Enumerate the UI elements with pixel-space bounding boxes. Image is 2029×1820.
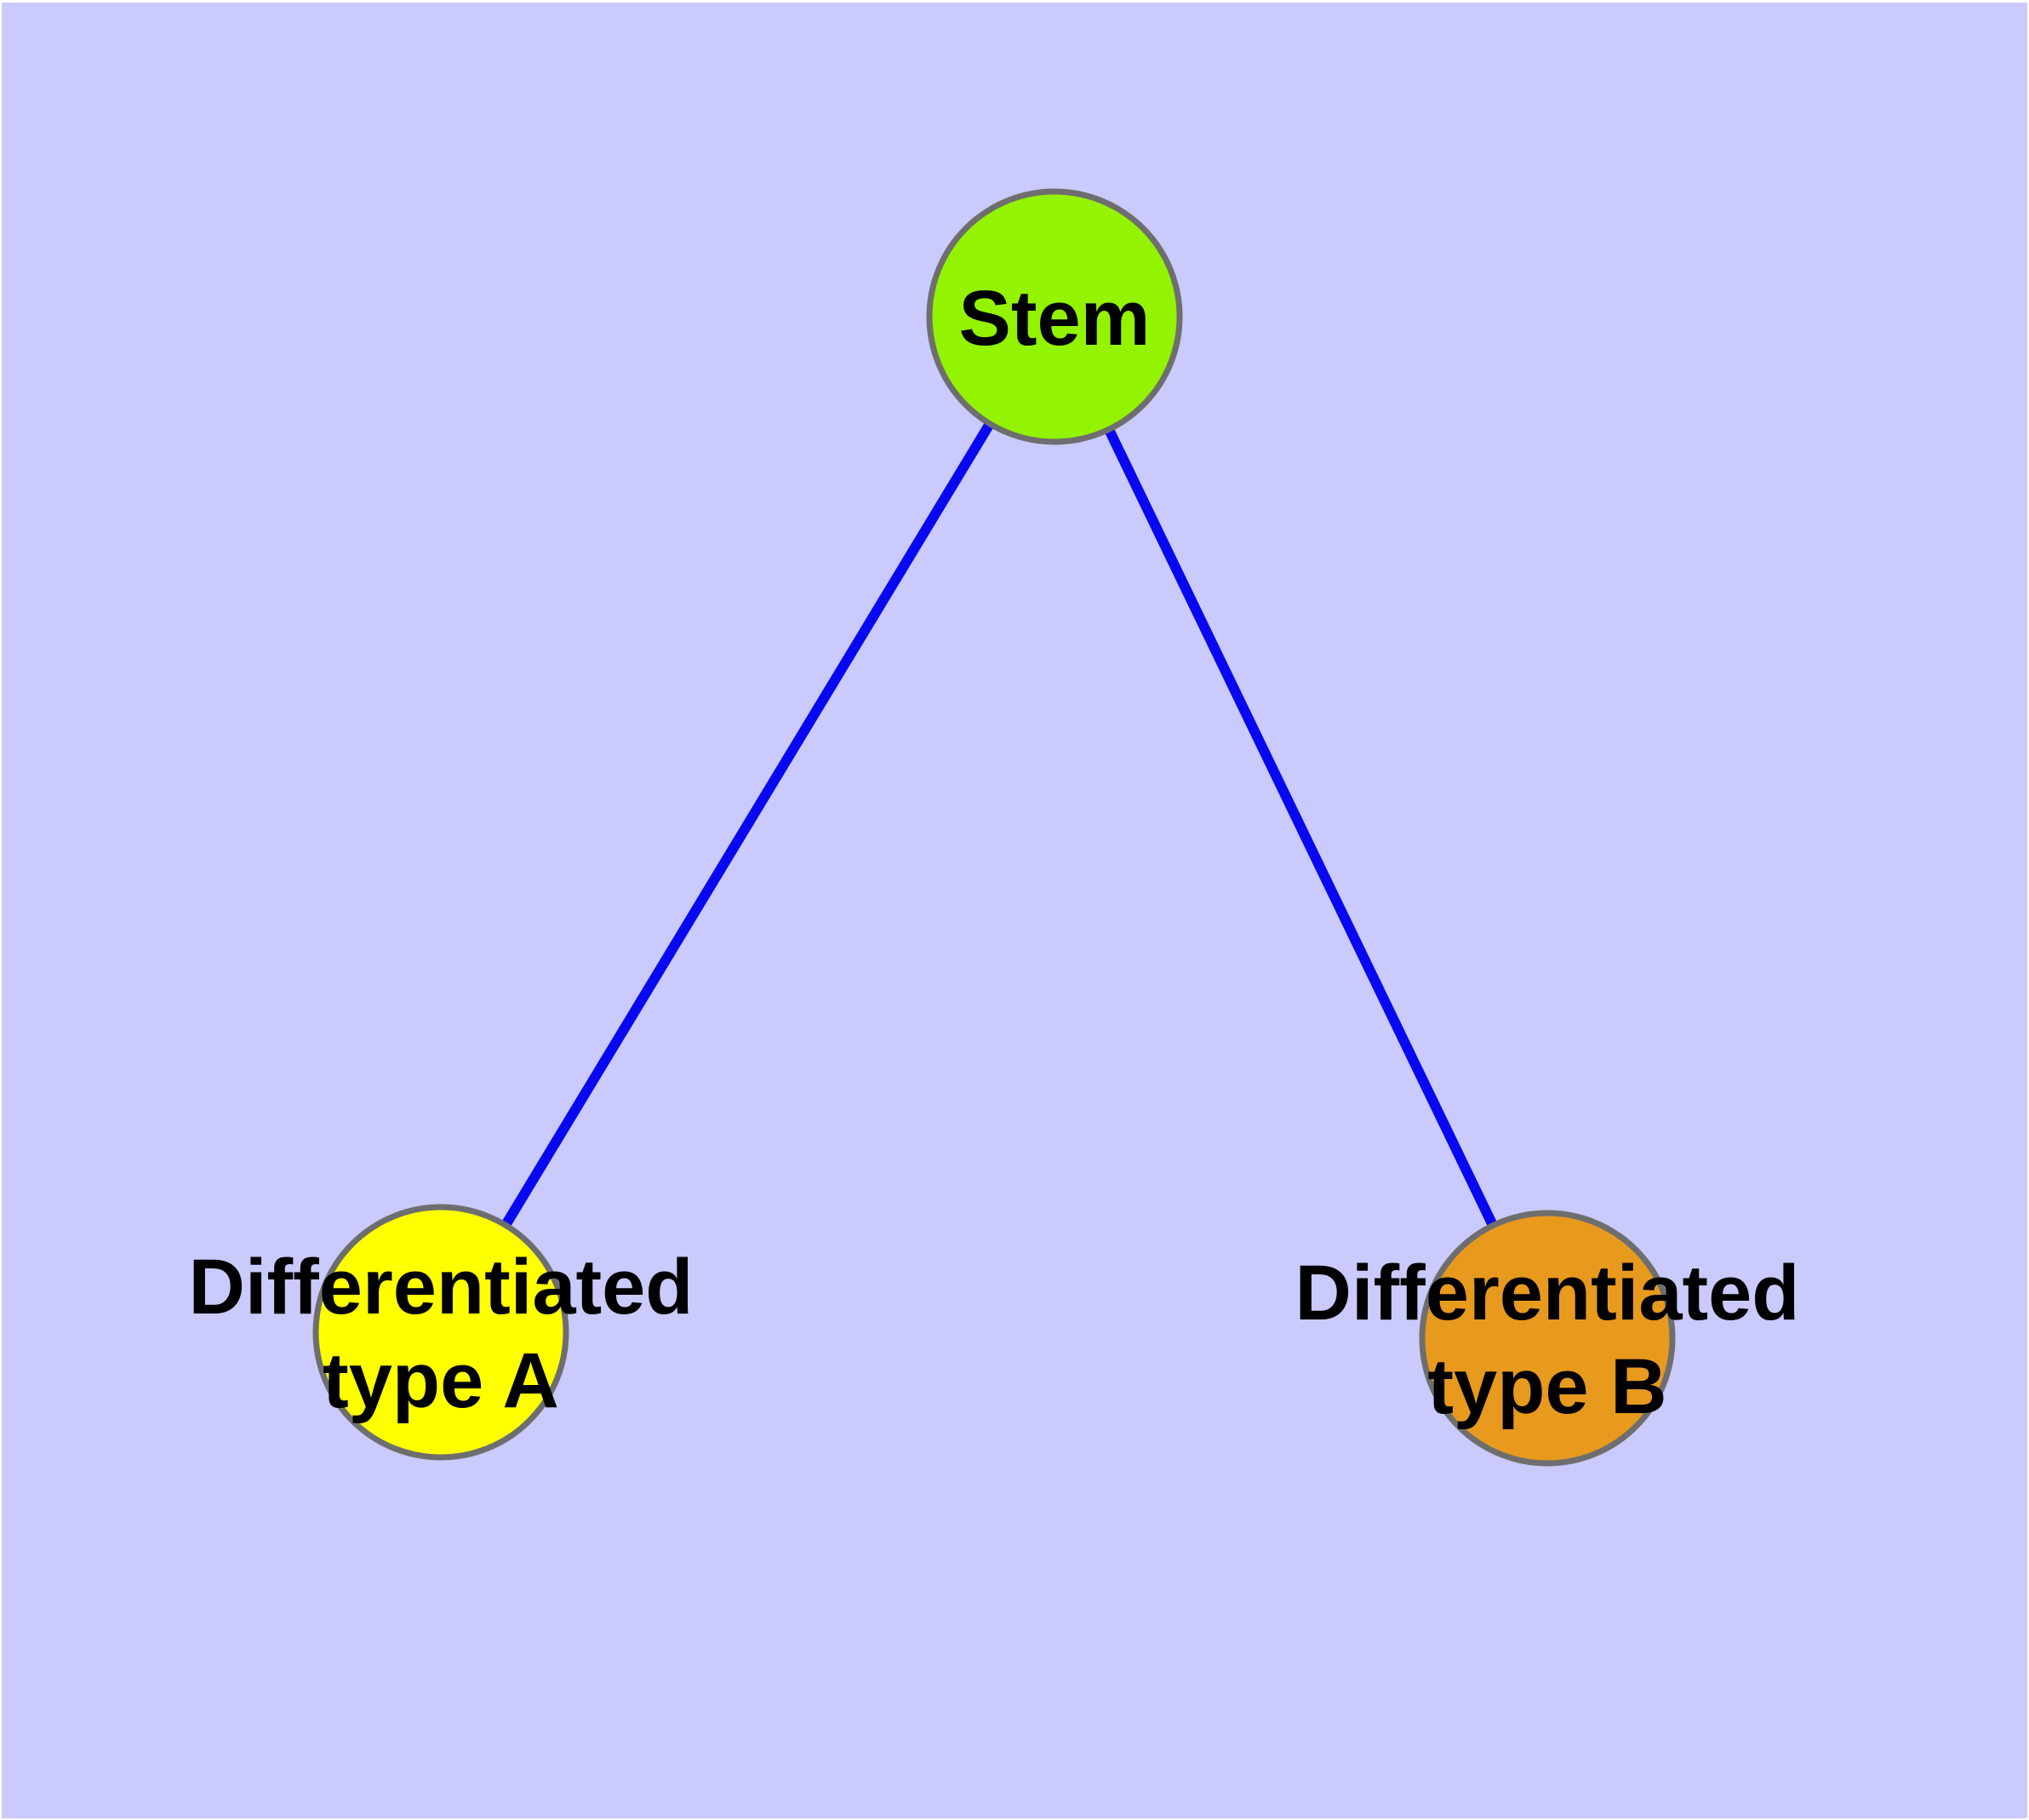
node-label-stem: Stem (959, 275, 1151, 362)
node-label-line: type B (1427, 1343, 1666, 1430)
node-label-line: Differentiated (1295, 1250, 1800, 1336)
node-stem[interactable] (926, 188, 1183, 445)
node-label-line: Differentiated (189, 1244, 694, 1331)
edge-stem-to-differentiated-type-b[interactable] (1049, 314, 1552, 1341)
node-differentiated-type-a[interactable] (312, 1204, 569, 1461)
node-label-line: type A (323, 1337, 559, 1424)
node-label-line: Stem (959, 275, 1151, 362)
edge-stem-to-differentiated-type-a[interactable] (436, 313, 1060, 1336)
node-differentiated-type-b[interactable] (1419, 1210, 1676, 1467)
